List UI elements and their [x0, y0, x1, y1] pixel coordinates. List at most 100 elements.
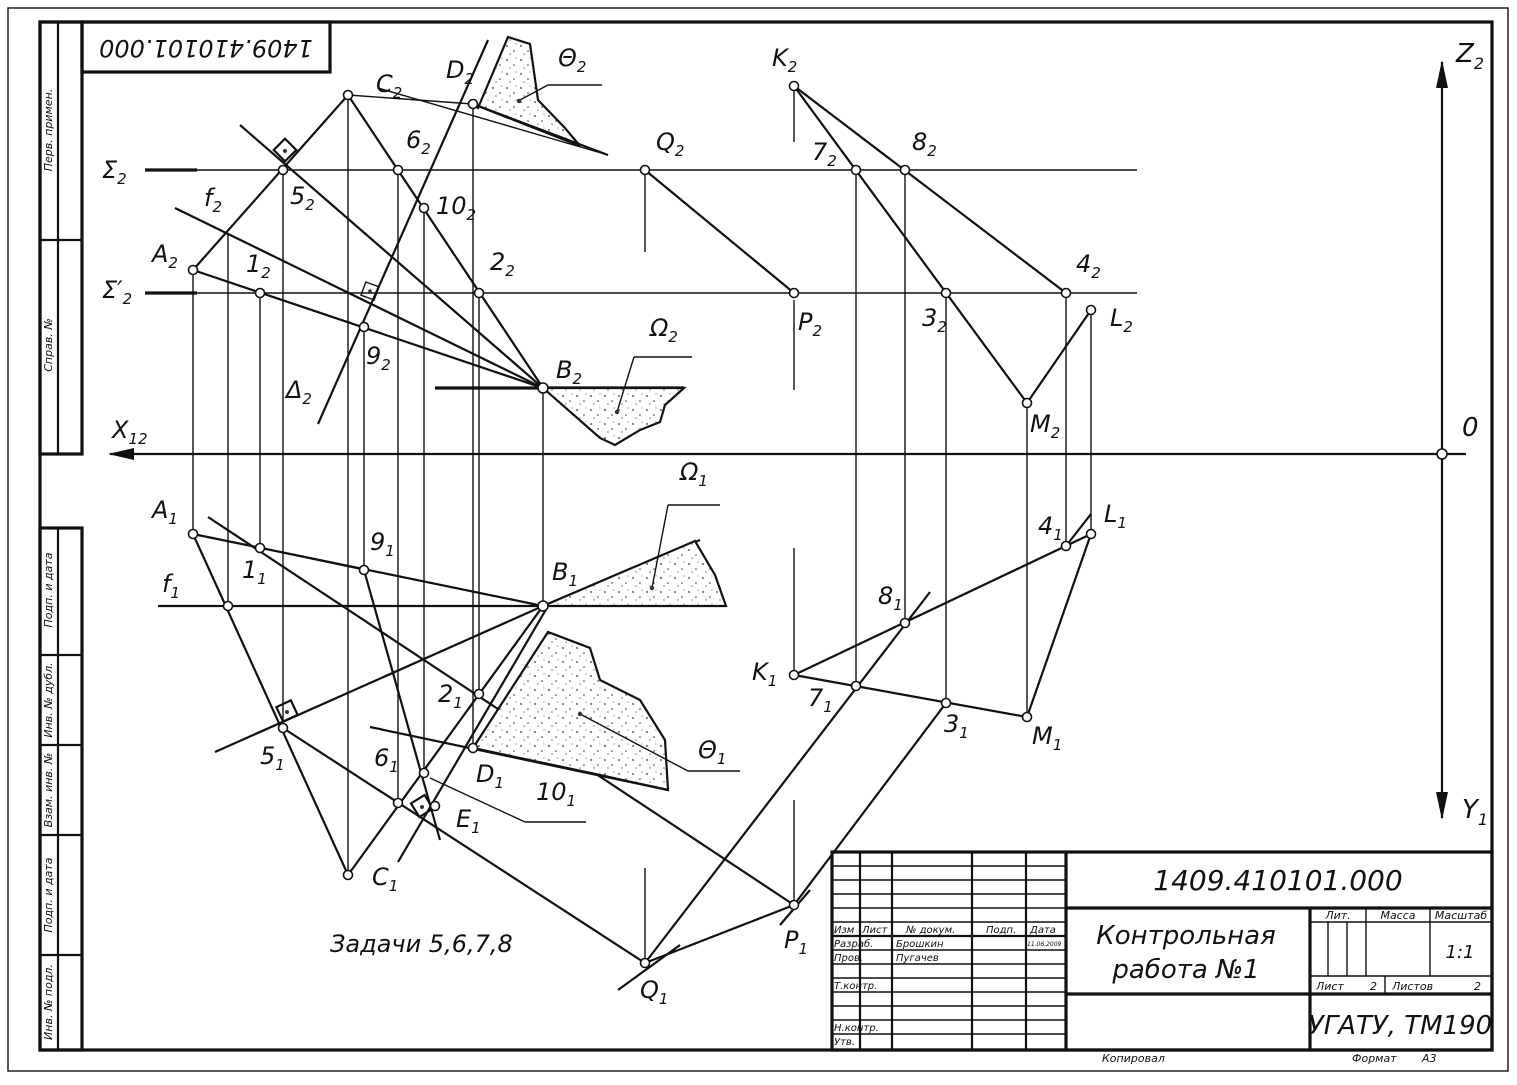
title-name-develop: Брошкин: [896, 939, 944, 950]
stamp-text-5: Подп. и дата: [42, 857, 55, 932]
label-8-2: 82: [912, 128, 937, 160]
title-date-develop: 11.06.2009: [1027, 941, 1062, 948]
title-block: [830, 850, 1494, 1052]
label-delta2: Δ2: [284, 376, 312, 408]
title-hdr-list: Лист: [861, 925, 889, 936]
label-A2: A2: [150, 240, 178, 272]
title-name-line2: работа №1: [1111, 955, 1259, 985]
label-f1: f1: [162, 570, 180, 602]
title-name-line1: Контрольная: [1096, 921, 1275, 951]
stamp-text-3: Инв. № дубл.: [42, 662, 55, 737]
axis-y-label: Y1: [1462, 795, 1488, 829]
label-B2: B2: [556, 356, 582, 388]
tasks-caption: Задачи 5,6,7,8: [330, 930, 513, 958]
label-L2: L2: [1110, 304, 1133, 336]
title-sheets-label: Листов: [1391, 980, 1433, 993]
label-K1: K1: [752, 658, 777, 690]
label-sigma2: Σ2: [102, 156, 127, 188]
label-omega1: Ω1: [679, 458, 708, 490]
stamp-text-0: Перв. примен.: [42, 89, 55, 172]
label-Q2: Q2: [656, 128, 684, 160]
footer-format: А3: [1421, 1052, 1437, 1065]
stamp-text-1: Справ. №: [42, 318, 55, 372]
top-view: [158, 504, 1093, 991]
axis-z-label: Z2: [1455, 39, 1484, 73]
label-3-2: 32: [922, 304, 947, 336]
label-f2: f2: [204, 184, 222, 216]
title-role-develop: Разраб.: [834, 938, 873, 950]
title-col-lit: Лит.: [1324, 909, 1350, 922]
label-P2: P2: [798, 308, 822, 340]
label-2-2: 22: [490, 248, 515, 280]
label-6-2: 62: [406, 126, 431, 158]
title-code: 1409.410101.000: [1153, 864, 1402, 897]
origin-label: 0: [1462, 413, 1479, 443]
code-inverted-text: 1409.410101.000: [99, 34, 313, 62]
label-B1: B1: [552, 558, 578, 590]
title-organization: УГАТУ, ТМ190: [1308, 1011, 1492, 1041]
origin-point: [1436, 448, 1448, 460]
label-7-1: 71: [808, 684, 833, 716]
label-8-1: 81: [878, 582, 903, 614]
title-block-text: 1409.410101.000 Контрольная работа №1 УГ…: [834, 864, 1492, 1048]
title-sheet-label: Лист: [1315, 980, 1344, 993]
point-labels: A2 A1 B2 B1 C2 C1 D2 D1 E1 K2 K1 L2 L1 M…: [102, 44, 1133, 1008]
code-box-inverted: 1409.410101.000: [80, 20, 332, 74]
label-K2: K2: [772, 44, 797, 76]
stamp-text-4: Взам. инв. №: [42, 753, 55, 828]
title-sheet-no: 2: [1370, 980, 1377, 993]
label-4-1: 41: [1038, 512, 1063, 544]
axis-z: Z2: [1436, 39, 1484, 454]
label-theta2: Θ2: [558, 44, 586, 76]
label-E1: E1: [456, 805, 481, 837]
points: [187, 80, 1097, 969]
title-role-ncontrol: Н.контр.: [834, 1023, 879, 1034]
title-col-mass: Масса: [1380, 909, 1415, 922]
label-Q1: Q1: [640, 976, 668, 1008]
label-10-1: 101: [536, 778, 576, 810]
outer-border: [7, 7, 1509, 1072]
axis-x: X12: [108, 416, 1466, 460]
label-omega2: Ω2: [649, 314, 678, 346]
label-5-1: 51: [260, 742, 285, 774]
title-hdr-sign: Подп.: [986, 925, 1016, 936]
label-theta1: Θ1: [698, 736, 726, 768]
front-view: [145, 35, 1137, 447]
label-7-2: 72: [812, 138, 837, 170]
label-1-1: 11: [242, 556, 267, 588]
title-hdr-doc: № докум.: [905, 925, 955, 936]
label-M2: M2: [1030, 410, 1060, 442]
footer-format-label: Формат: [1352, 1052, 1397, 1065]
title-hdr-izm: Изм: [834, 925, 855, 936]
title-sheets-no: 2: [1474, 980, 1481, 993]
title-scale: 1:1: [1446, 942, 1475, 963]
label-M1: M1: [1032, 722, 1062, 754]
left-stamp-lower: [38, 526, 84, 1052]
title-hdr-date: Дата: [1029, 925, 1056, 936]
label-sigma2-prime: Σ′2: [102, 276, 132, 308]
title-role-tcontrol: Т.контр.: [834, 981, 877, 992]
label-C2: C2: [376, 70, 402, 102]
label-D2: D2: [446, 56, 474, 88]
label-A1: A1: [150, 496, 178, 528]
label-1-2: 12: [246, 250, 271, 282]
left-stamp-upper: [38, 20, 84, 456]
stamp-text-6: Инв. № подл.: [42, 964, 55, 1040]
title-role-approve: Утв.: [834, 1037, 855, 1048]
label-9-1: 91: [370, 528, 395, 560]
label-9-2: 92: [366, 342, 391, 374]
title-role-check: Пров.: [834, 953, 863, 964]
projection-lines: [192, 86, 1092, 963]
label-5-2: 52: [290, 182, 315, 214]
title-col-scale: Масштаб: [1435, 909, 1487, 922]
label-6-1: 61: [374, 744, 399, 776]
label-P1: P1: [784, 926, 808, 958]
label-4-2: 42: [1076, 250, 1101, 282]
axis-x-label: X12: [110, 416, 148, 448]
label-2-1: 21: [438, 680, 463, 712]
title-name-check: Пугачев: [896, 953, 939, 964]
label-C1: C1: [372, 863, 398, 895]
label-D1: D1: [476, 760, 504, 792]
